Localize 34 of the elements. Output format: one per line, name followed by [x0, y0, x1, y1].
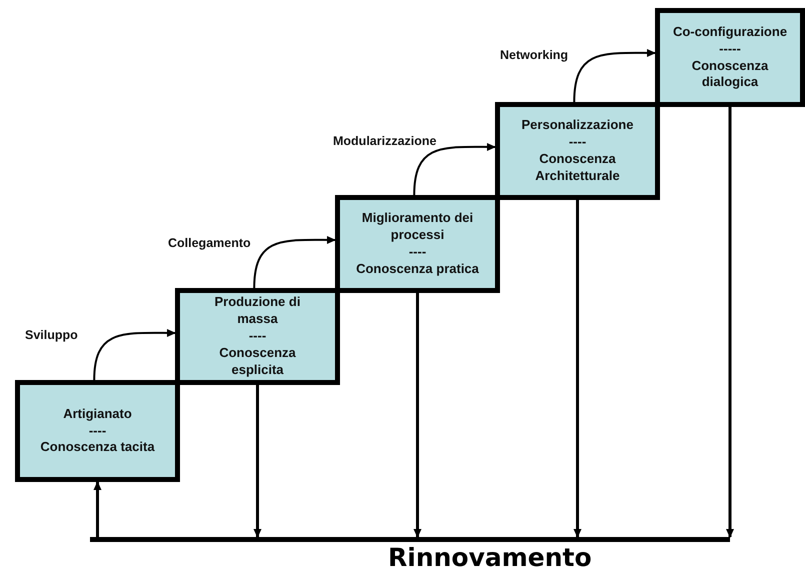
caption-text: Rinnovamento: [388, 543, 592, 572]
edge-label: Modularizzazione: [333, 134, 436, 148]
arrow: [253, 236, 336, 288]
edge-label: Networking: [500, 48, 568, 62]
arrow: [726, 107, 734, 538]
edge-label: Collegamento: [168, 236, 251, 250]
knowledge-type: Conoscenza esplicita: [218, 344, 297, 379]
separator-dashes: ----: [248, 328, 266, 345]
step-title: Artigianato: [63, 406, 132, 423]
knowledge-type: Conoscenza dialogica: [690, 58, 770, 92]
step-box: [655, 8, 805, 107]
separator-dashes: ----: [408, 244, 426, 261]
arrow: [254, 385, 262, 538]
edge-label: Sviluppo: [25, 328, 78, 342]
step-box: [495, 102, 660, 200]
step-title: Personalizzazione: [522, 117, 634, 134]
arrow: [414, 293, 422, 538]
step-box: [175, 288, 340, 385]
knowledge-type: Conoscenza tacita: [40, 439, 155, 456]
step-box: [15, 380, 180, 482]
arrow: [574, 200, 582, 538]
step-box: [335, 195, 500, 293]
knowledge-type: Conoscenza Architetturale: [534, 151, 621, 185]
step-title: Miglioramento dei processi: [360, 210, 474, 244]
arrow: [94, 481, 102, 537]
step-title: Produzione di massa: [214, 294, 302, 328]
knowledge-type: Conoscenza pratica: [356, 260, 479, 278]
separator-dashes: -----: [719, 40, 741, 58]
separator-dashes: ----: [568, 134, 586, 151]
step-title: Co-configurazione: [672, 24, 788, 41]
arrow: [573, 48, 656, 102]
arrow: [93, 328, 176, 380]
arrow: [413, 142, 496, 196]
separator-dashes: ----: [88, 422, 106, 440]
